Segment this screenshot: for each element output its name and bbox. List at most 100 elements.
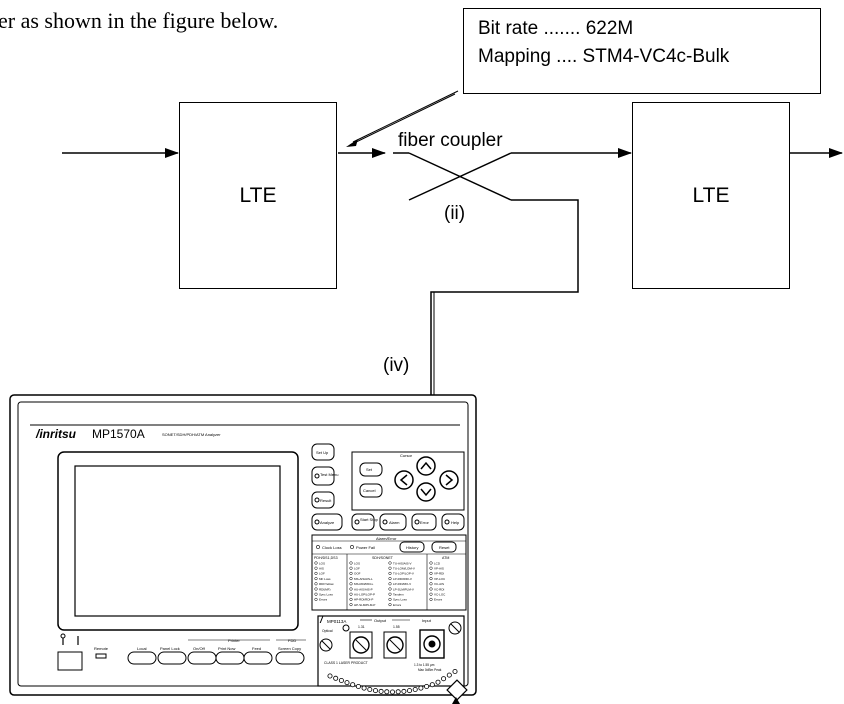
alarm-item-sdh-a: MS-AIS/AIS-L	[354, 577, 373, 581]
error-label: Error	[420, 520, 430, 525]
output-connector-2[interactable]	[383, 631, 407, 659]
pdh-title: PDH/DS1,DS3	[314, 556, 338, 560]
alarm-item-sdh-b: LP-RDI/RDI-V	[393, 577, 412, 581]
callout-mapping: Mapping .... STM4-VC4c-Bulk	[478, 46, 730, 67]
alarm-item-sdh-a: AU-LOP/LOP-P	[354, 593, 375, 597]
error-button[interactable]	[411, 513, 437, 531]
callout-box: Bit rate ....... 622M Mapping .... STM4-…	[463, 8, 821, 94]
module-screw-left-slot	[321, 640, 331, 650]
chain-bead	[361, 685, 367, 691]
power-switch[interactable]	[57, 633, 83, 671]
cursor-label: Cursor	[400, 453, 413, 458]
chain-bead	[367, 687, 373, 693]
setup-button[interactable]	[311, 443, 335, 461]
input-connector-core	[428, 640, 436, 648]
printer-on-off-button[interactable]	[187, 651, 217, 665]
alarm-led-sdh-a	[349, 571, 353, 575]
alarm-led-sdh-a	[349, 597, 353, 601]
alarm-item-pdh: RDI/Yellow	[319, 582, 334, 586]
lte-left-box: LTE	[179, 102, 337, 289]
reset-button[interactable]	[431, 541, 457, 553]
chain-bead	[406, 688, 412, 694]
alarm-button[interactable]	[379, 513, 407, 531]
alarm-led-sdh-b	[388, 571, 392, 575]
chain-bead	[355, 684, 361, 690]
cursor-left-button[interactable]	[394, 470, 414, 490]
chain-bead	[395, 689, 401, 695]
mp1570a-analyzer: /inritsu MP1570A SONET/SDH/PDH/ATM Analy…	[9, 394, 477, 704]
setup-label: Set Up	[316, 450, 329, 455]
alarm-item-sdh-a: HP-RDI/RDI-P	[354, 598, 373, 602]
remote-led	[95, 653, 107, 659]
alarm-item-atm: LCD	[434, 561, 441, 565]
alarm-led-sdh-a	[349, 561, 353, 565]
device-inner-frame	[17, 401, 469, 687]
cursor-up-button[interactable]	[416, 456, 436, 476]
history-label: History	[406, 545, 418, 550]
power-switch-body[interactable]	[57, 651, 83, 671]
alarm-item-pdh: AIS	[319, 567, 324, 571]
cursor-right-button[interactable]	[439, 470, 459, 490]
device-brand: /inritsu	[35, 427, 77, 441]
result-button[interactable]	[311, 491, 335, 509]
alarm-item-sdh-a: LOF	[354, 567, 360, 571]
alarm-item-atm: VC-LOC	[434, 593, 446, 597]
test-menu-label: Test Menu	[320, 472, 338, 477]
set-button[interactable]	[359, 462, 383, 477]
device-screen	[74, 465, 281, 617]
chain-bead	[418, 685, 424, 691]
alarm-led-pdh	[314, 571, 318, 575]
alarm-led-sdh-b	[388, 582, 392, 586]
alarm-led-pdh	[314, 566, 318, 570]
chain-bead	[350, 682, 356, 688]
callout-pointer-line	[349, 93, 456, 146]
print-now-button[interactable]	[215, 651, 245, 665]
start-stop-button[interactable]	[351, 513, 375, 531]
power-fail-label: Power Fail	[356, 545, 375, 550]
alarm-led-sdh-b	[388, 566, 392, 570]
analyze-button[interactable]	[311, 513, 343, 531]
alarm-led-atm	[429, 561, 433, 565]
cursor-down-button[interactable]	[416, 482, 436, 502]
alarm-item-sdh-b: Sync Loss	[393, 598, 407, 602]
history-button[interactable]	[399, 541, 425, 553]
dust-cap-chain	[327, 669, 458, 695]
panel-lock-button[interactable]	[157, 651, 187, 665]
alarm-error-title: Alarm/Error	[376, 536, 397, 541]
chain-bead	[384, 689, 390, 695]
output-connector-1[interactable]	[349, 631, 373, 659]
start-stop-label: Start Stop	[360, 517, 379, 522]
chain-bead	[338, 678, 344, 684]
alarm-led-atm	[429, 566, 433, 570]
screen-copy-button[interactable]	[275, 651, 305, 665]
module-optical-label: Optical	[322, 629, 333, 633]
chain-bead	[378, 688, 384, 694]
cancel-button[interactable]	[359, 483, 383, 498]
alarm-item-sdh-b: LP-SLM/PLM-V	[393, 587, 414, 591]
help-button[interactable]	[441, 513, 465, 531]
alarm-item-sdh-b: Tandem	[393, 593, 404, 597]
input-connector[interactable]	[419, 629, 445, 659]
chain-bead	[452, 669, 458, 675]
local-button[interactable]	[127, 651, 157, 665]
chain-bead	[389, 689, 395, 695]
alarm-led-sdh-b	[388, 561, 392, 565]
alarm-led-atm	[429, 582, 433, 586]
result-label: Result	[320, 498, 332, 503]
alarm-led-atm	[429, 587, 433, 591]
alarm-item-atm: VP-LOC	[434, 577, 446, 581]
chain-bead	[429, 682, 435, 688]
module-max-note: Max 0dBm Peak	[418, 668, 442, 672]
chain-bead	[327, 673, 333, 679]
feed-button[interactable]	[243, 651, 273, 665]
power-fail-led	[350, 545, 354, 549]
alarm-item-sdh-b: TU-LOM/LOM-V	[393, 567, 415, 571]
on-off-label: On/Off	[193, 646, 206, 651]
alarm-item-atm: VP-AIS	[434, 567, 444, 571]
callout-pointer-head	[346, 139, 358, 147]
alarm-item-pdh: Sync Loss	[319, 593, 333, 597]
lte-right-box: LTE	[632, 102, 790, 289]
alarm-item-pdh: LOF	[319, 572, 325, 576]
test-menu-button[interactable]	[311, 466, 335, 486]
analyze-label: Analyze	[320, 520, 335, 525]
